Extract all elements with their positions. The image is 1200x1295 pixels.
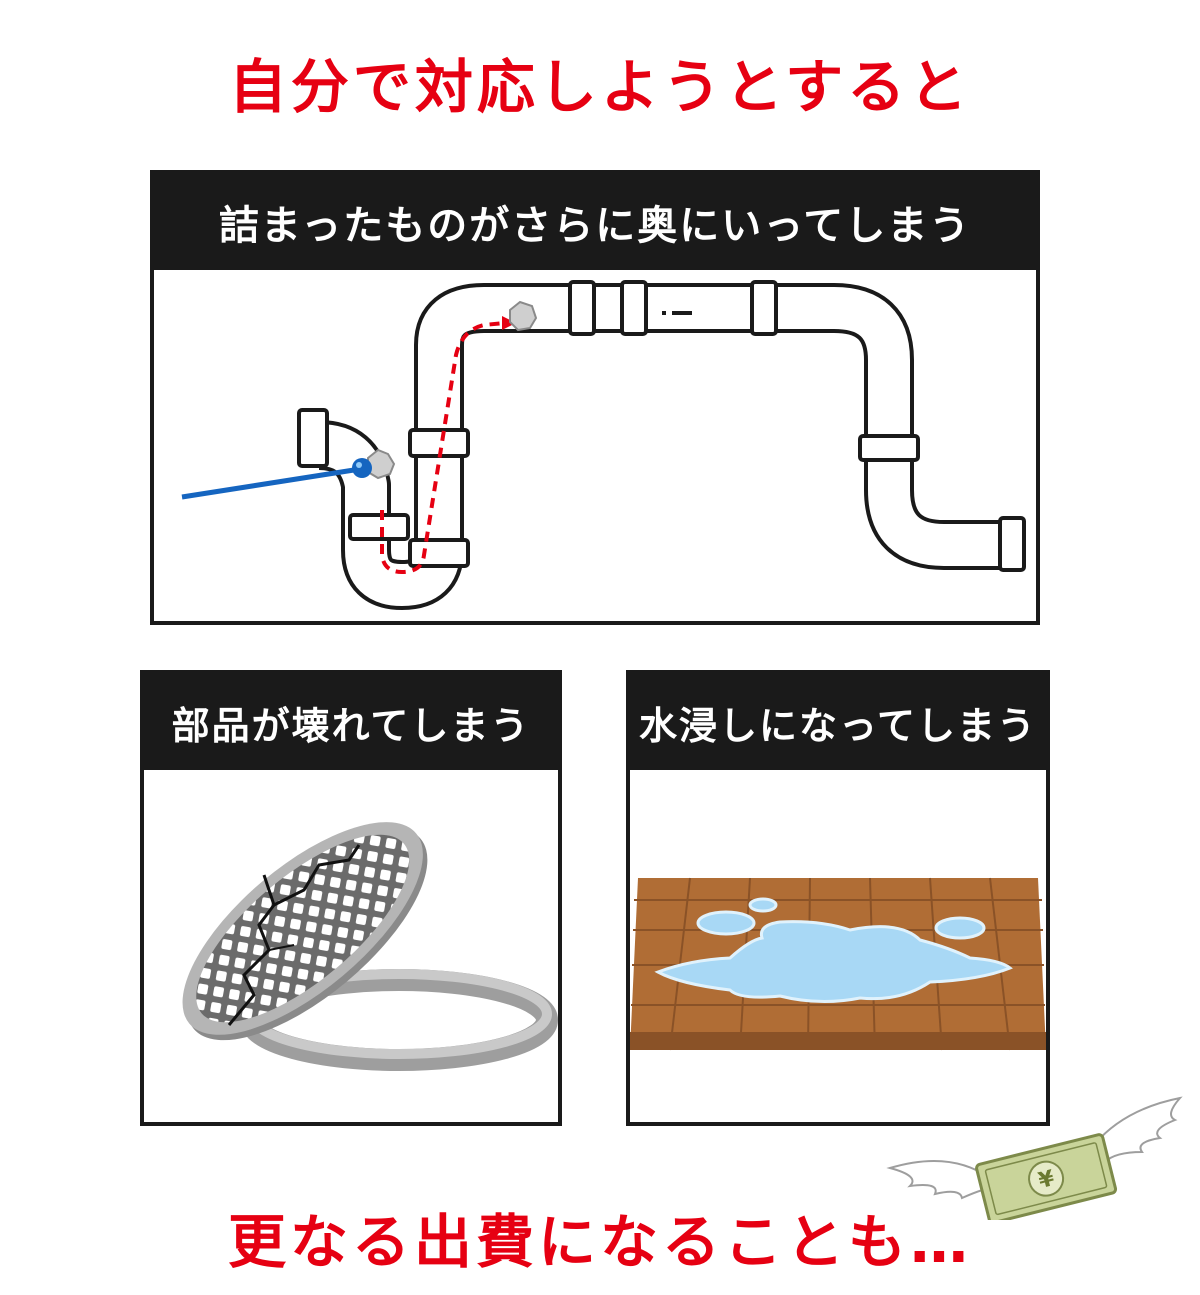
debris-icon <box>367 300 538 480</box>
flying-yen-bill-icon: ¥ <box>886 1096 1183 1220</box>
clog-panel: 詰まったものがさらに奥にいってしまう <box>150 170 1040 625</box>
broken-panel: 部品が壊れてしまう <box>140 670 562 1126</box>
broken-panel-illustration <box>144 770 558 1122</box>
flood-panel-heading: 水浸しになってしまう <box>630 674 1046 770</box>
flood-panel: 水浸しになってしまう <box>626 670 1050 1126</box>
flood-panel-illustration <box>630 770 1046 1122</box>
s-trap-pipe-icon <box>181 280 1026 610</box>
page-title: 自分で対応しようとすると <box>228 53 972 121</box>
clog-panel-illustration <box>154 270 1036 621</box>
clog-panel-heading: 詰まったものがさらに奥にいってしまう <box>154 174 1036 270</box>
yen-symbol: ¥ <box>1036 1166 1058 1194</box>
bottom-caption: 更なる出費になることも… <box>227 1208 972 1276</box>
water-puddle-icon <box>654 897 1013 1004</box>
wire-tool-icon <box>181 467 355 500</box>
wet-floor-icon <box>630 877 1046 1051</box>
cracked-drain-cover-icon <box>182 822 558 1071</box>
broken-panel-heading: 部品が壊れてしまう <box>144 674 558 770</box>
